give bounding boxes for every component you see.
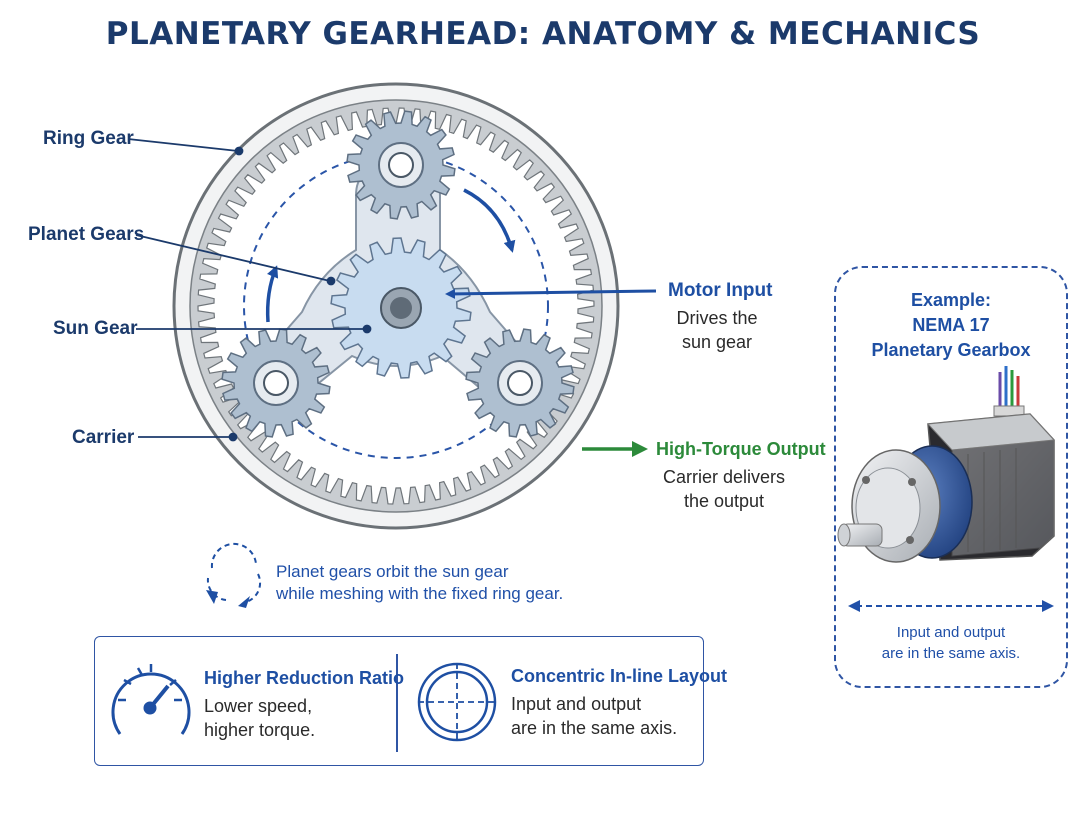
axis-double-arrow bbox=[848, 600, 1054, 612]
features-panel bbox=[94, 636, 704, 766]
label-planet-gears: Planet Gears bbox=[28, 224, 145, 245]
example-title: Example: NEMA 17 Planetary Gearbox bbox=[834, 288, 1068, 363]
label-sun-gear: Sun Gear bbox=[53, 318, 138, 339]
output-desc-2: the output bbox=[683, 491, 765, 511]
label-carrier: Carrier bbox=[72, 427, 135, 448]
motor-input-desc-2: sun gear bbox=[681, 332, 753, 352]
example-note-line-1: Input and output bbox=[896, 624, 1006, 641]
sun-gear bbox=[330, 237, 472, 379]
motor-input-arrow bbox=[445, 288, 657, 299]
example-note: Input and output are in the same axis. bbox=[834, 622, 1068, 664]
concentric-circles-icon bbox=[417, 662, 497, 742]
motor-input-desc-1: Drives the bbox=[676, 308, 758, 328]
leader-lines bbox=[127, 138, 372, 442]
motor-input-heading: Motor Input bbox=[668, 280, 773, 301]
example-line-2: NEMA 17 bbox=[912, 315, 990, 335]
planet-gear-right bbox=[465, 328, 575, 438]
planet-gear-left bbox=[221, 328, 331, 438]
example-note-line-2: are in the same axis. bbox=[881, 645, 1021, 662]
feature-concentric-desc-2: are in the same axis. bbox=[511, 718, 678, 738]
rotation-cycle-icon bbox=[206, 542, 262, 608]
feature-concentric-title: Concentric In-line Layout bbox=[511, 666, 728, 686]
orbit-note-line-1: Planet gears orbit the sun gear bbox=[276, 562, 509, 581]
stepper-motor-gearbox-icon bbox=[837, 366, 1056, 563]
output-heading: High-Torque Output bbox=[656, 439, 826, 459]
label-ring-gear: Ring Gear bbox=[43, 128, 134, 149]
panel-divider bbox=[396, 654, 398, 752]
page-title: PLANETARY GEARHEAD: ANATOMY & MECHANICS bbox=[105, 16, 981, 52]
feature-reduction-desc-2: higher torque. bbox=[204, 720, 316, 740]
orbit-note: Planet gears orbit the sun gear while me… bbox=[276, 561, 563, 605]
feature-concentric-desc: Input and output are in the same axis. bbox=[511, 692, 677, 740]
feature-reduction-title: Higher Reduction Ratio bbox=[204, 668, 405, 688]
feature-reduction-desc-1: Lower speed, bbox=[204, 696, 313, 716]
planet-gear-top bbox=[346, 110, 456, 220]
orbit-arrow-right bbox=[463, 188, 516, 253]
feature-reduction-desc: Lower speed, higher torque. bbox=[204, 694, 315, 742]
speedometer-icon bbox=[111, 664, 191, 735]
orbit-note-line-2: while meshing with the fixed ring gear. bbox=[276, 584, 564, 603]
example-line-1: Example: bbox=[910, 290, 992, 310]
output-desc-1: Carrier delivers bbox=[662, 467, 786, 487]
orbit-arrow-left bbox=[265, 265, 279, 323]
feature-concentric-desc-1: Input and output bbox=[511, 694, 642, 714]
example-line-3: Planetary Gearbox bbox=[871, 340, 1031, 360]
example-box bbox=[834, 266, 1068, 688]
